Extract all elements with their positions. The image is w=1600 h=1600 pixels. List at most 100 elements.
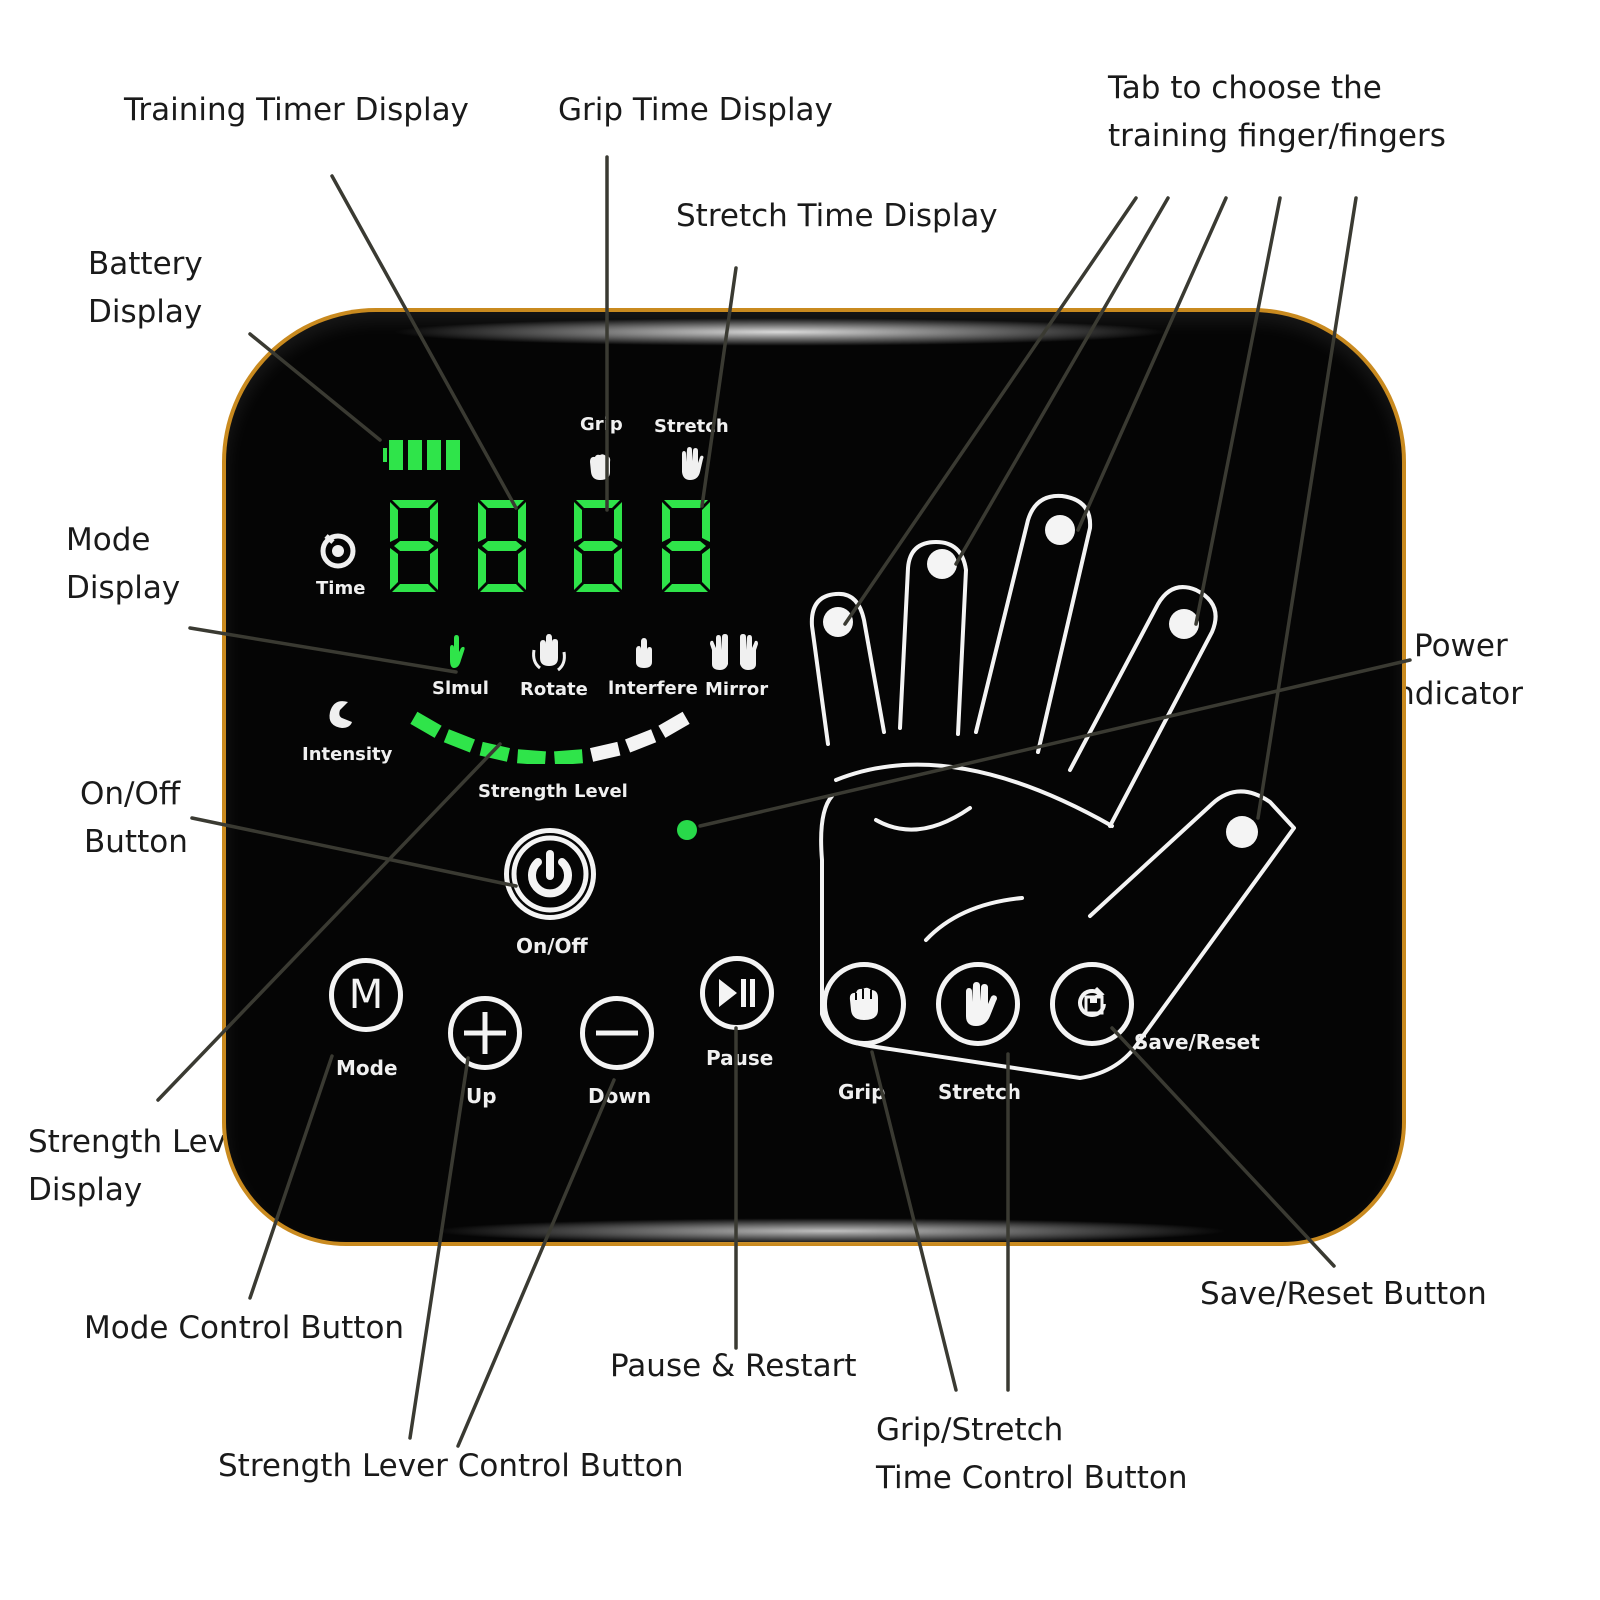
lcd-segment-b <box>702 502 710 542</box>
mode-label-interfere: lnterfere <box>608 678 698 699</box>
index-finger-tab <box>1169 609 1199 639</box>
lcd-segment-c <box>430 548 438 590</box>
strength-segment <box>554 749 583 764</box>
stretch-button-label: Stretch <box>938 1080 1022 1104</box>
up-button[interactable] <box>448 996 522 1070</box>
strength-segment <box>658 711 690 738</box>
top-gloss <box>390 318 1170 346</box>
lcd-segment-c <box>614 548 622 590</box>
stretch-time-button[interactable] <box>936 962 1020 1046</box>
save-reset-button[interactable] <box>1050 962 1134 1046</box>
lcd-segment-e <box>662 548 670 590</box>
intensity-icon <box>329 701 352 728</box>
callout-strength-lever-control: Strength Lever Control Button <box>218 1448 684 1484</box>
lcd-segment-a <box>664 500 708 508</box>
lcd-segment-b <box>614 502 622 542</box>
lcd-digit: 8 <box>574 500 622 592</box>
callout-stretch-time-display: Stretch Time Display <box>676 198 998 234</box>
lcd-segment-d <box>576 584 620 592</box>
callout-save-reset-button: Save/Reset Button <box>1200 1276 1487 1312</box>
grip-time-button[interactable] <box>822 962 906 1046</box>
mode-label-rotate: Rotate <box>520 679 588 700</box>
strength-level-label: Strength Level <box>478 781 628 802</box>
grip-fist-icon <box>590 454 611 480</box>
lcd-digit-value: 8 <box>502 557 503 559</box>
palm-crease-1 <box>874 806 972 832</box>
lcd-digit: 8 <box>478 500 526 592</box>
lcd-digit-value: 8 <box>598 557 599 559</box>
minus-icon <box>596 1030 638 1036</box>
down-button-label: Down <box>588 1084 652 1108</box>
lcd-segment-b <box>430 502 438 542</box>
lcd-digit: 8 <box>390 500 438 592</box>
lcd-segment-f <box>662 502 670 542</box>
lcd-digit: 8 <box>662 500 710 592</box>
save-reset-icon <box>1078 986 1106 1017</box>
intensity-label: Intensity <box>302 744 393 765</box>
thumb-tab <box>1226 816 1258 848</box>
time-label: Time <box>316 578 366 599</box>
strength-segment <box>479 741 511 762</box>
lcd-segment-d <box>480 584 524 592</box>
middle-finger-tab <box>1045 515 1075 545</box>
interfere-hand-icon <box>636 638 652 668</box>
lcd-segment-c <box>518 548 526 590</box>
mode-button[interactable]: M <box>329 958 403 1032</box>
lcd-segment-e <box>574 548 582 590</box>
play-pause-icon <box>719 979 755 1007</box>
lcd-segment-d <box>664 584 708 592</box>
lcd-segment-g <box>666 541 706 551</box>
stretch-header-label: Stretch <box>654 416 729 437</box>
open-hand-icon <box>966 982 997 1026</box>
mode-icons <box>450 634 758 672</box>
lcd-segment-a <box>576 500 620 508</box>
strength-segment <box>625 729 657 753</box>
strength-segment <box>589 741 621 762</box>
lcd-segment-g <box>578 541 618 551</box>
fist-icon <box>849 987 878 1020</box>
grip-header-label: Grip <box>580 414 623 435</box>
lcd-segment-e <box>478 548 486 590</box>
strength-segment <box>517 749 546 764</box>
callout-pause-restart: Pause & Restart <box>610 1348 857 1384</box>
battery-icon <box>383 440 460 470</box>
down-button[interactable] <box>580 996 654 1070</box>
mirror-left-hand-icon <box>710 634 728 670</box>
pause-button[interactable] <box>700 956 774 1030</box>
plus-icon <box>464 1012 506 1054</box>
callout-mode-control-button: Mode Control Button <box>84 1310 405 1346</box>
save-reset-button-label: Save/Reset <box>1134 1030 1260 1054</box>
lcd-segment-f <box>574 502 582 542</box>
lcd-segment-a <box>392 500 436 508</box>
lcd-digit-value: 8 <box>686 557 687 559</box>
stretch-hand-icon <box>682 447 704 480</box>
bottom-gloss <box>430 1218 1230 1244</box>
pinky-finger-tab <box>823 607 853 637</box>
mode-button-label: Mode <box>336 1056 398 1080</box>
lcd-digit-value: 8 <box>414 557 415 559</box>
lcd-segment-g <box>482 541 522 551</box>
mirror-right-hand-icon <box>740 634 758 670</box>
strength-segment <box>443 729 475 753</box>
callout-grip-time-display: Grip Time Display <box>558 92 833 128</box>
lcd-segment-f <box>390 502 398 542</box>
lcd-segment-g <box>394 541 434 551</box>
lcd-segment-d <box>392 584 436 592</box>
onoff-button[interactable] <box>504 828 596 920</box>
onoff-label: On/Off <box>516 934 588 958</box>
power-icon <box>511 835 589 913</box>
lcd-segment-a <box>480 500 524 508</box>
power-indicator-led <box>677 820 697 840</box>
timer-icon <box>320 533 356 569</box>
palm-crease-2 <box>924 896 1024 942</box>
mode-label-slmul: Slmul <box>432 678 489 699</box>
strength-level-bar <box>410 711 690 764</box>
grip-button-label: Grip <box>838 1080 886 1104</box>
mode-m-glyph: M <box>348 972 384 1018</box>
lcd-segment-f <box>478 502 486 542</box>
lcd-segment-e <box>390 548 398 590</box>
